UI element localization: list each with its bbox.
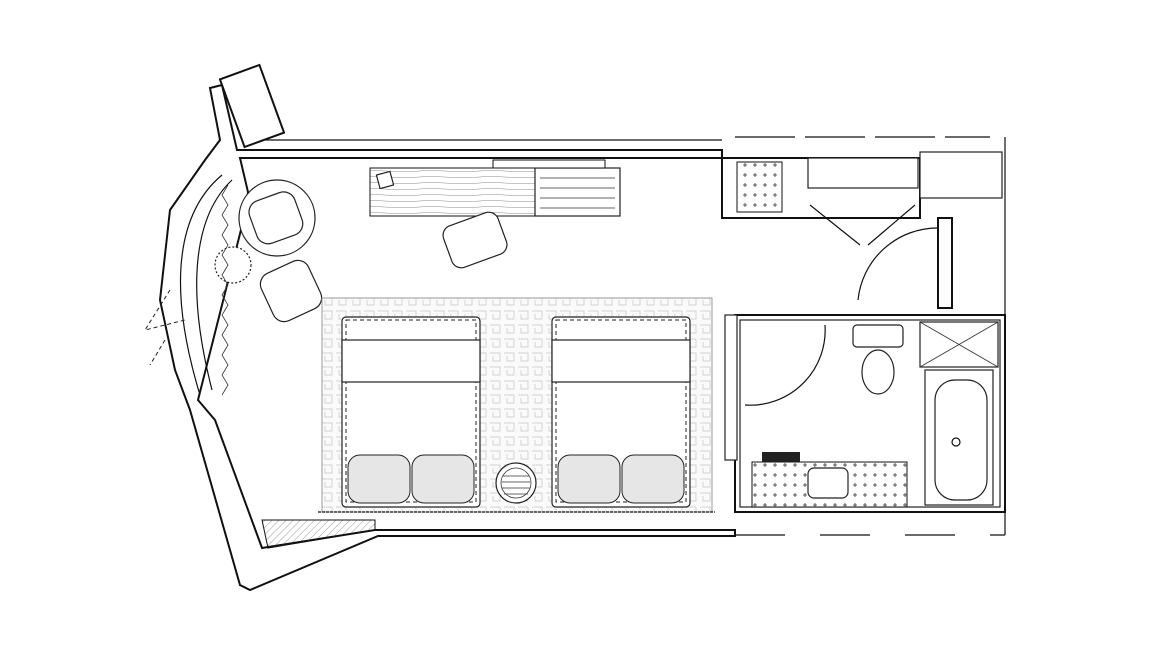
towel-rack	[762, 452, 800, 462]
bathroom-door-swing[interactable]	[744, 324, 826, 406]
ottoman[interactable]	[256, 256, 325, 325]
pillow	[621, 454, 685, 504]
lounge	[143, 174, 325, 396]
exterior-walls	[158, 63, 1006, 592]
nightstand	[495, 462, 537, 504]
toilet-tank	[852, 324, 904, 348]
desk-lamp	[375, 170, 395, 190]
bathroom-wall	[724, 314, 738, 461]
toilet	[861, 349, 895, 395]
bathroom	[724, 314, 1006, 513]
sink	[807, 467, 849, 499]
closet	[721, 151, 1003, 309]
closet-doors[interactable]	[809, 204, 916, 246]
minibar	[919, 151, 1003, 199]
entry-door-swing[interactable]	[857, 227, 939, 301]
luggage-rack	[736, 161, 783, 213]
desk-chair[interactable]	[440, 209, 510, 270]
wardrobe	[807, 157, 919, 189]
window-bench	[179, 174, 233, 396]
side-table	[214, 246, 252, 284]
desk	[369, 159, 621, 270]
bed-right[interactable]	[551, 316, 691, 508]
pillow	[411, 454, 475, 504]
pillow	[347, 454, 411, 504]
bed-left[interactable]	[341, 316, 481, 508]
tub-basin	[934, 379, 988, 501]
partition-wall	[937, 217, 953, 309]
pillow	[557, 454, 621, 504]
curtain	[221, 184, 229, 396]
